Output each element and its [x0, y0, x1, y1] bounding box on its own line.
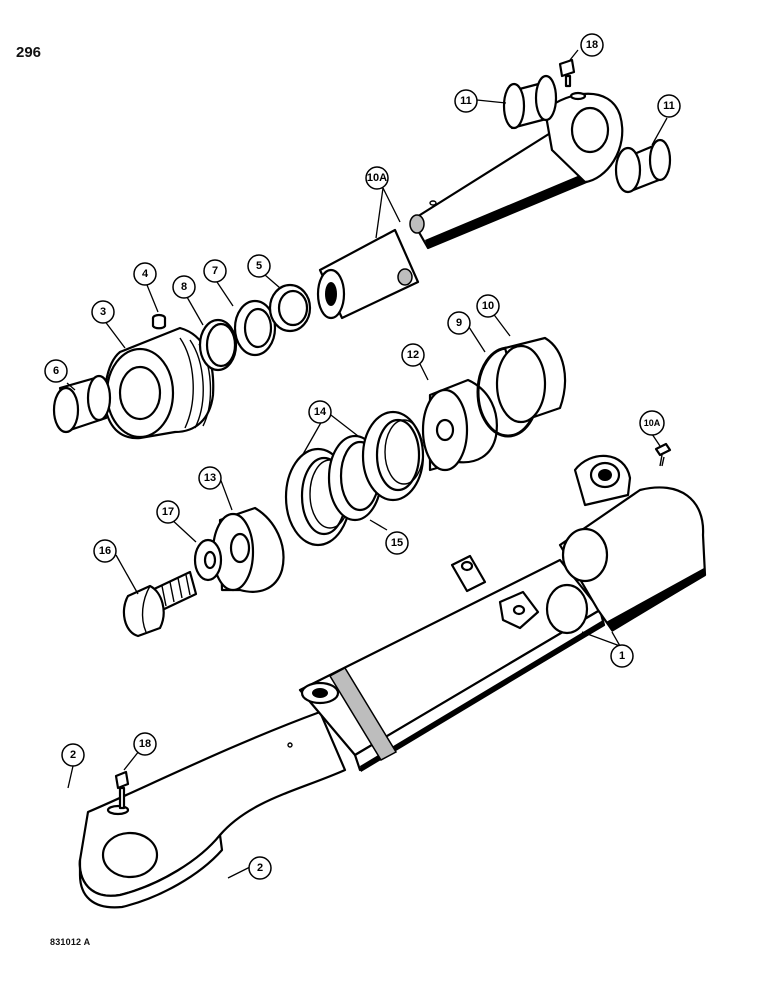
svg-text:4: 4	[142, 268, 149, 280]
bushing-12-left	[502, 74, 558, 130]
svg-text:6: 6	[53, 365, 59, 377]
svg-text:17: 17	[162, 506, 174, 518]
gland-3	[103, 326, 215, 440]
screw-10a	[654, 442, 672, 467]
wiper-5	[268, 283, 312, 333]
callout-13: 12	[401, 343, 425, 367]
washer-14	[211, 506, 285, 593]
callout-4: 4	[133, 262, 157, 286]
callout-5: 5	[247, 254, 271, 278]
callout-2-lower: 2	[248, 856, 272, 880]
svg-text:13: 13	[204, 472, 216, 484]
callout-18: 17	[156, 500, 180, 524]
washer-18	[193, 538, 223, 582]
bolt-17	[122, 570, 198, 638]
svg-text:10A: 10A	[367, 172, 387, 184]
svg-text:2: 2	[257, 862, 263, 874]
piston-rod	[316, 91, 624, 320]
svg-text:18: 18	[586, 39, 598, 51]
grease-fitting-19-top	[558, 58, 576, 88]
svg-text:10A: 10A	[644, 418, 661, 428]
callout-16: 15	[385, 531, 409, 555]
seal-7	[233, 299, 277, 357]
callout-10a: 10A	[639, 410, 665, 436]
callout-12-left: 11	[454, 89, 478, 113]
cylinder-barrel	[78, 454, 707, 909]
svg-text:11: 11	[460, 95, 472, 107]
callout-19-bottom: 18	[133, 732, 157, 756]
callout-19-top: 18	[580, 33, 604, 57]
setscrew-4	[151, 313, 167, 330]
svg-text:9: 9	[456, 317, 462, 329]
svg-text:15: 15	[391, 537, 403, 549]
svg-text:18: 18	[139, 738, 151, 750]
leader-lines	[66, 49, 668, 879]
callout-8: 8	[172, 275, 196, 299]
callout-7: 7	[203, 259, 227, 283]
svg-text:8: 8	[181, 281, 187, 293]
callout-3: 3	[91, 300, 115, 324]
seal-15-rear	[361, 410, 425, 502]
callout-12-right: 11	[657, 94, 681, 118]
callout-9: 9	[447, 311, 471, 335]
callout-1: 1	[610, 644, 634, 668]
callout-2-upper: 2	[61, 743, 85, 767]
svg-text:2: 2	[70, 749, 76, 761]
svg-text:10: 10	[482, 300, 494, 312]
svg-text:16: 16	[99, 545, 111, 557]
svg-text:7: 7	[212, 265, 218, 277]
piston-13	[421, 378, 498, 472]
svg-text:11: 11	[663, 100, 675, 112]
bushing-6	[52, 374, 112, 434]
callout-11: 10A	[365, 166, 389, 190]
svg-text:3: 3	[100, 306, 106, 318]
svg-text:14: 14	[314, 406, 327, 418]
callout-10: 10	[476, 294, 500, 318]
figure-code: 831012 A	[50, 937, 91, 947]
callout-15: 14	[308, 400, 332, 424]
ring-8	[198, 318, 238, 372]
ring-10	[495, 336, 567, 424]
bushing-12-right	[614, 138, 672, 194]
svg-text:1: 1	[619, 650, 625, 662]
callout-14: 13	[198, 466, 222, 490]
grease-fitting-19-bottom	[114, 770, 130, 810]
callout-6: 6	[44, 359, 68, 383]
svg-text:12: 12	[407, 349, 419, 361]
svg-text:5: 5	[256, 260, 262, 272]
callout-17: 16	[93, 539, 117, 563]
page-number: 296	[16, 44, 42, 61]
